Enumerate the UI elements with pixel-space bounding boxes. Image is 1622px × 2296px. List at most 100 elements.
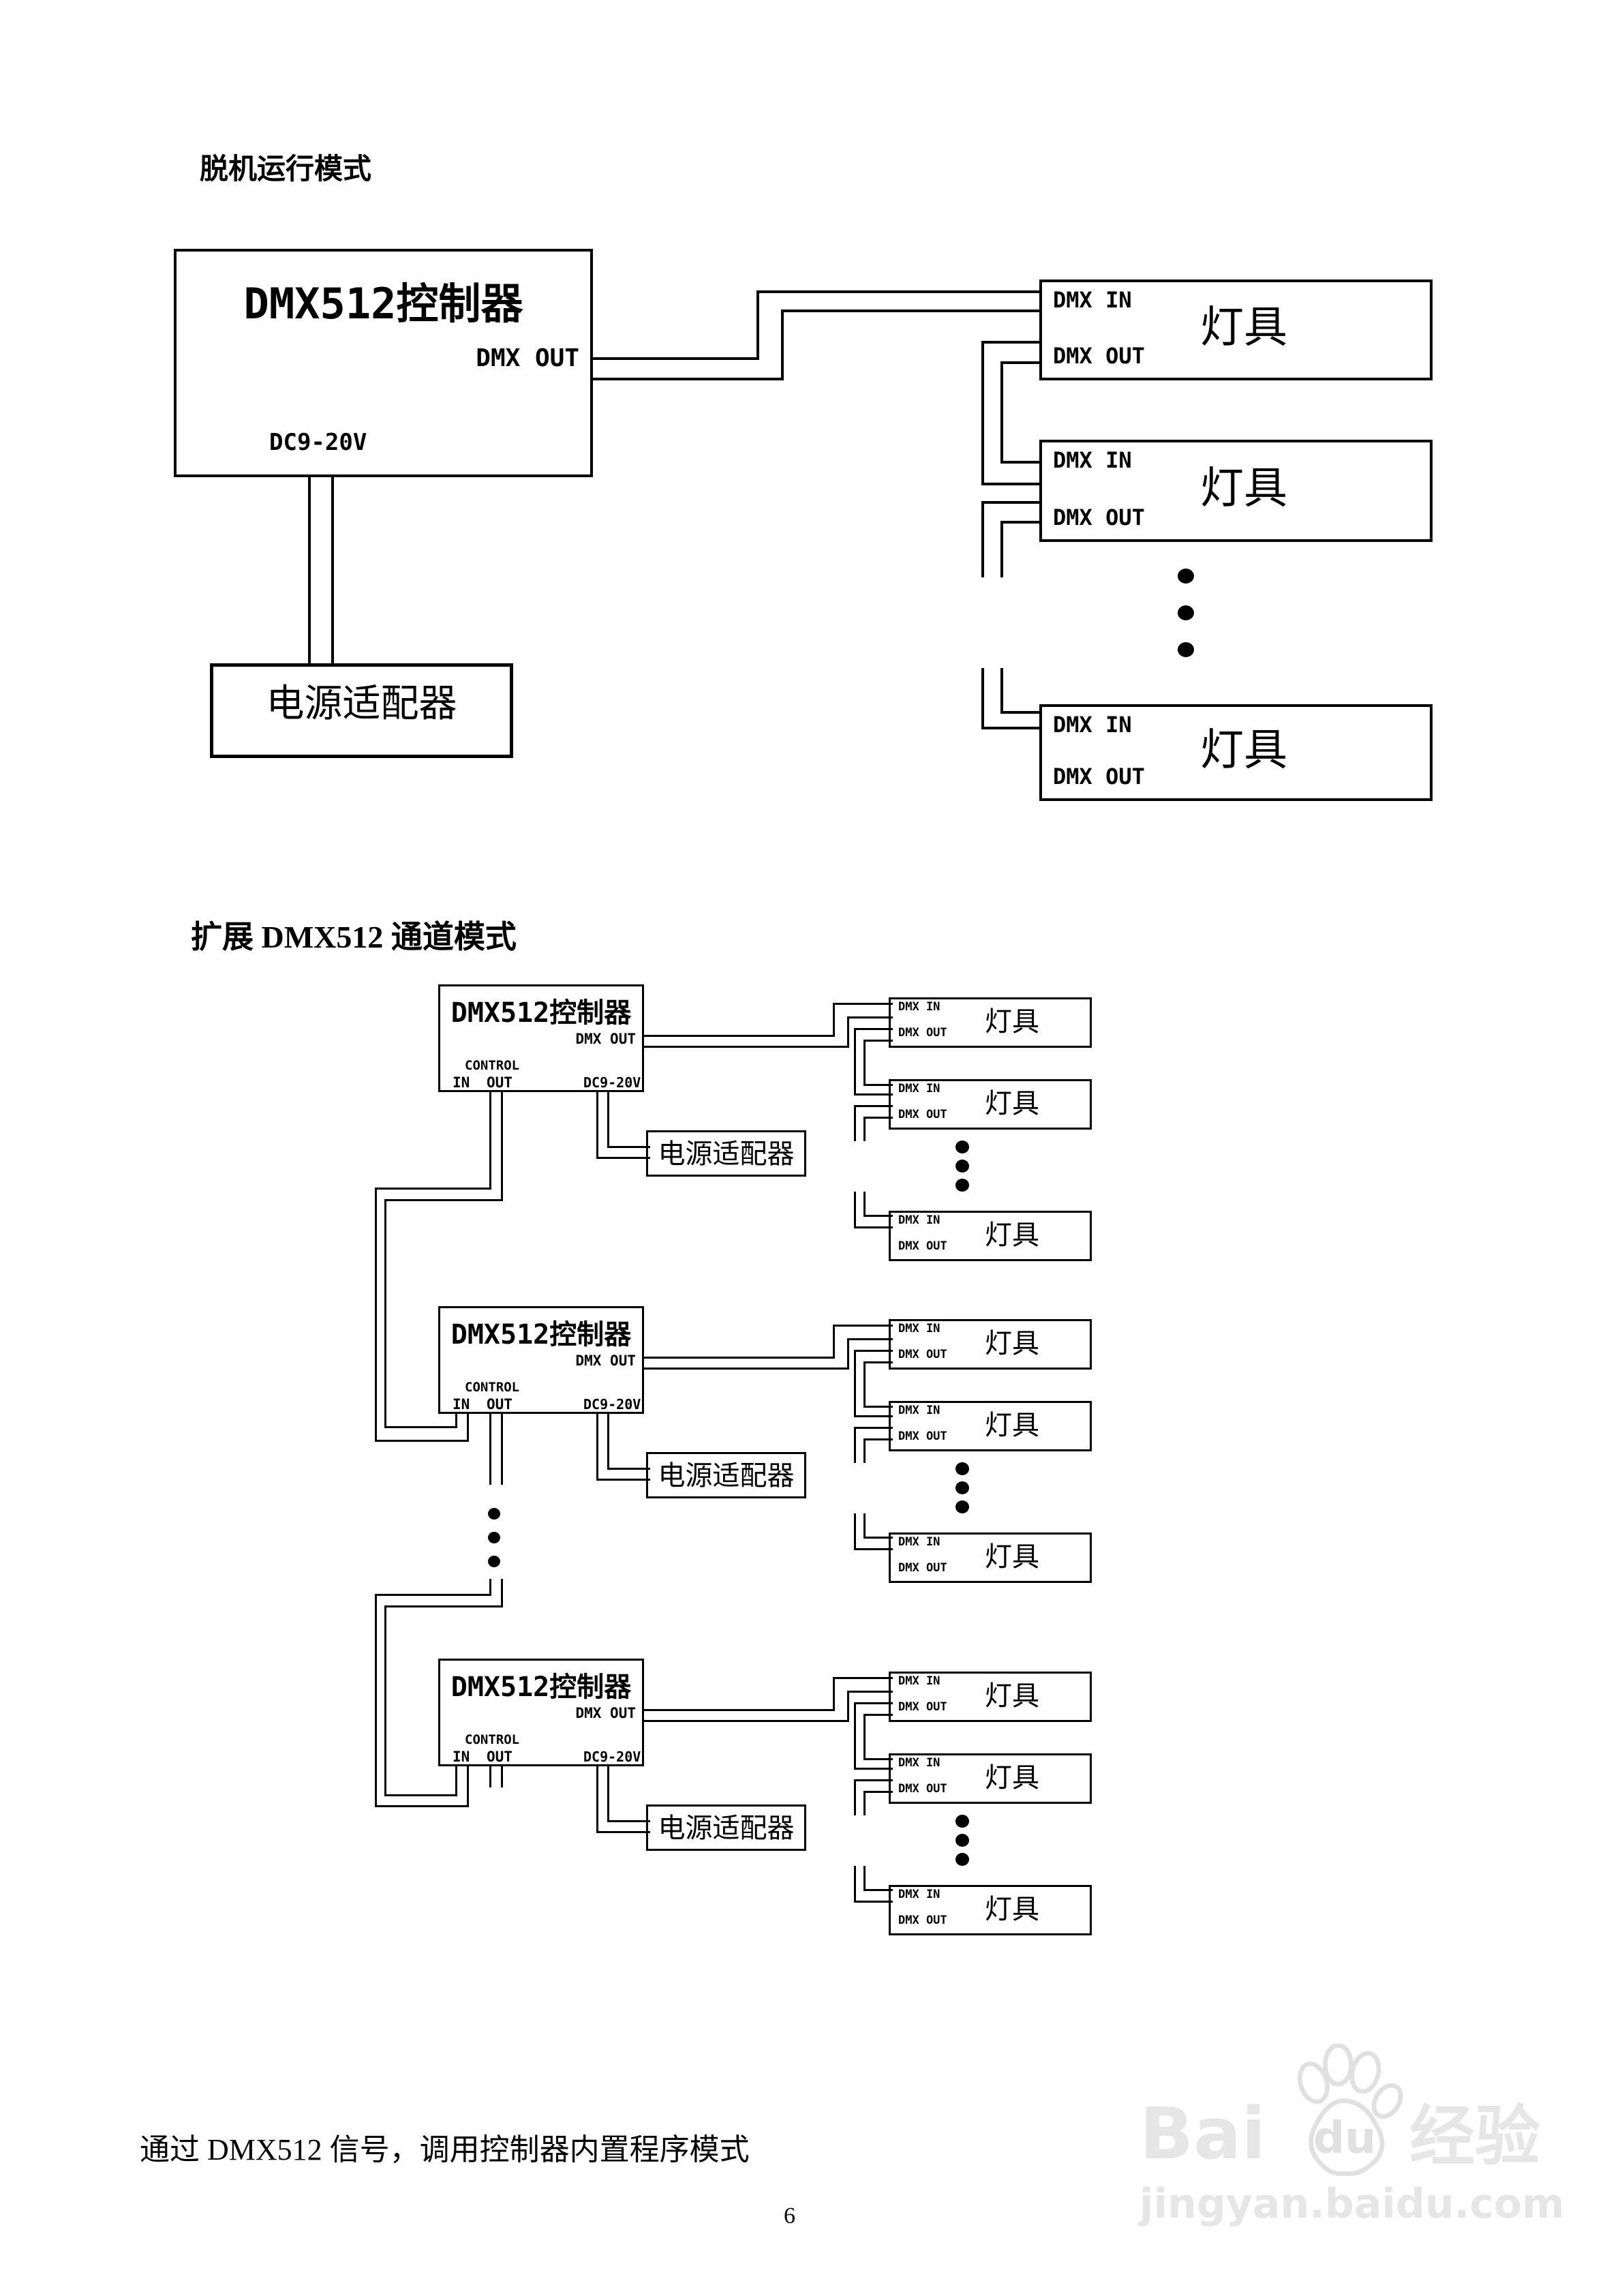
baidu-paw-icon: du [1297,2044,1403,2177]
wire-segment [847,1338,893,1340]
wire-segment [607,1468,650,1470]
wire-segment [863,1117,866,1141]
ellipsis-dot [955,1481,969,1494]
lamp-dmx-out: DMX OUT [898,1914,947,1927]
lamp-dmx-out: DMX OUT [898,1348,947,1361]
wire-segment [981,668,984,729]
wire-segment [501,1766,503,1787]
lamp-box [889,1211,1092,1261]
wire-segment [1000,711,1042,714]
wire-segment [981,483,1042,485]
wire-segment [593,378,784,380]
wire-segment [596,1092,598,1159]
lamp-box [889,1401,1092,1451]
lamp-label: 灯具 [1200,464,1287,514]
ellipsis-dot [955,1500,969,1513]
controller-dc-input: DC9-20V [269,429,367,456]
wire-segment [863,1040,866,1086]
lamp-dmx-out: DMX OUT [1053,764,1145,789]
lamp-box [889,1885,1092,1935]
controller-control-out: OUT [487,1396,512,1413]
wire-segment [596,1157,650,1159]
lamp-box [889,1672,1092,1722]
controller-control-in: IN [453,1749,470,1765]
controller-dc-input: DC9-20V [583,1749,641,1765]
controller-label: DMX512控制器 [243,279,523,329]
lamp-box [1039,440,1433,542]
wire-segment [644,1046,849,1048]
wire-segment [781,309,784,380]
ellipsis-dot [955,1462,969,1475]
lamp-dmx-in: DMX IN [898,1082,940,1096]
wire-segment [863,1117,893,1119]
controller-label: DMX512控制器 [450,1319,632,1350]
controller-control-in: IN [453,1396,470,1413]
lamp-dmx-out: DMX OUT [898,1239,947,1253]
lamp-box [889,1079,1092,1130]
lamp-label: 灯具 [985,1762,1039,1794]
wire-segment [1000,361,1042,364]
wire-segment [854,1702,856,1770]
wire-segment [644,1035,835,1037]
lamp-dmx-out: DMX OUT [1053,504,1145,530]
wire-segment [375,1805,469,1807]
wire-segment [455,1766,457,1796]
wire-segment [455,1414,457,1428]
wire-segment [981,501,984,577]
wire-segment [375,1188,491,1190]
power-adapter-box [646,1804,806,1851]
wire-segment [863,1361,866,1408]
wire-segment [863,1714,893,1716]
controller-dmx-out-port: DMX OUT [575,1353,636,1369]
power-adapter-box [210,663,513,758]
wire-segment [854,1901,893,1903]
wire-segment [847,1691,893,1693]
ellipsis-dot [955,1179,969,1192]
wire-segment [847,1016,893,1018]
wire-segment [854,1028,856,1096]
lamp-label: 灯具 [985,1328,1039,1359]
wire-segment [863,1084,893,1086]
controller-control-out: OUT [487,1749,512,1765]
watermark-site-url: jingyan.baidu.com [1139,2180,1565,2228]
wire-segment [596,1479,650,1481]
lamp-box [1039,704,1433,801]
wire-segment [854,1548,893,1550]
ellipsis-dot [1178,605,1194,620]
wire-segment [756,290,759,360]
wire-segment [781,309,1042,312]
wire-segment [501,1414,503,1485]
wire-segment [863,1215,893,1217]
power-adapter-label: 电源适配器 [658,1813,795,1844]
wire-segment [854,1427,893,1429]
controller-control-in: IN [453,1074,470,1091]
wire-segment [854,1415,893,1417]
wire-segment [331,477,334,665]
wire-segment [863,1438,866,1463]
wire-segment [863,1889,893,1891]
watermark-brand-prefix: Bai [1139,2092,1266,2175]
wire-segment [854,1226,893,1228]
wire-segment [854,1768,893,1770]
wire-segment [1000,361,1003,464]
wire-segment [489,1766,491,1787]
wire-segment [863,1758,893,1760]
lamp-dmx-in: DMX IN [898,1404,940,1417]
wire-segment [1000,461,1042,464]
wire-segment [384,1794,457,1796]
wire-segment [501,1092,503,1201]
wire-segment [854,1105,893,1107]
wire-segment [863,1361,893,1363]
ellipsis-dot [955,1141,969,1153]
wire-segment [384,1605,386,1796]
lamp-dmx-in: DMX IN [1053,712,1132,738]
controller-dmx-out-port: DMX OUT [476,344,579,372]
wire-segment [384,1605,503,1607]
wire-segment [863,1791,866,1815]
lamp-dmx-out: DMX OUT [898,1430,947,1443]
lamp-dmx-in: DMX IN [1053,287,1132,313]
wire-segment [607,1146,650,1148]
wire-segment [847,1338,849,1370]
wire-segment [1000,521,1003,577]
